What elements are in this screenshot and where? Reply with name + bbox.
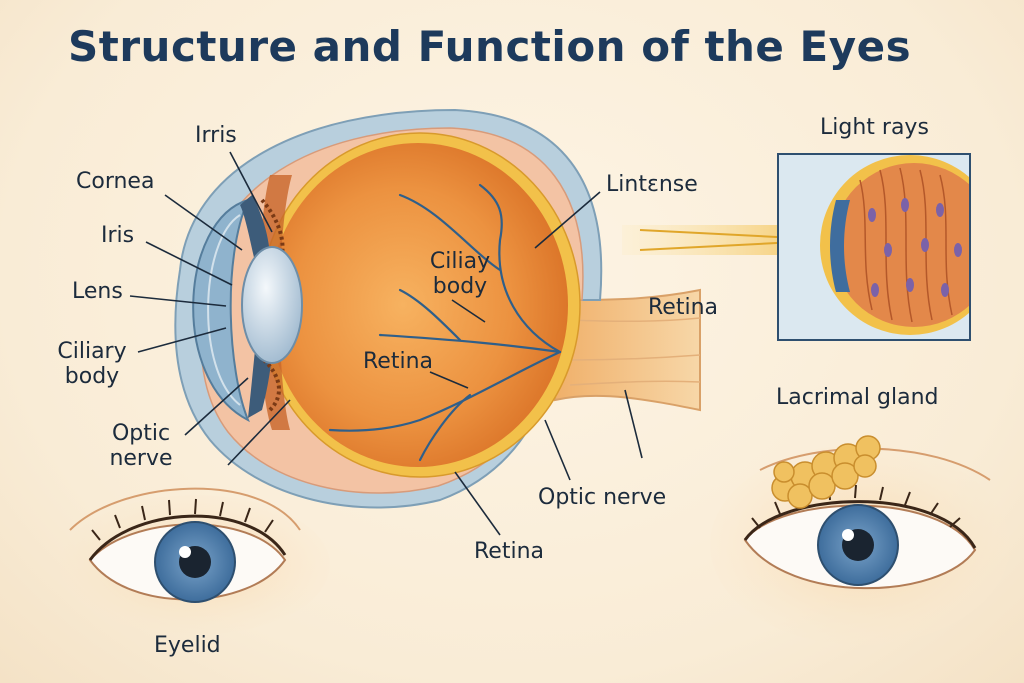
lens [241, 246, 303, 364]
label-iris: Iris [101, 223, 135, 248]
label-ciliay-body-line1: Ciliay [429, 249, 491, 274]
iris-upper [240, 195, 270, 262]
label-ciliary-body-line1: Ciliary [57, 339, 127, 364]
label-retina-right: Retina [648, 295, 718, 320]
iris-lower [248, 350, 272, 418]
label-retina-center: Retina [363, 349, 433, 374]
label-lacrimal-gland: Lacrimal gland [776, 385, 939, 410]
label-ciliary-body-line2: body [64, 363, 120, 389]
leader-lines [129, 151, 643, 536]
label-cornea: Cornea [76, 169, 155, 194]
label-retina-bottom: Retina [474, 539, 544, 564]
label-light-rays: Light rays [820, 115, 929, 140]
label-optic-nerve-left: Optic nerve [98, 421, 184, 471]
label-ciliay-body-line2: body [432, 273, 488, 299]
label-ciliary-body: Ciliary body [48, 339, 136, 389]
label-optic-nerve-bottom: Optic nerve [538, 485, 667, 510]
cornea [192, 198, 250, 423]
label-eyelid: Eyelid [154, 633, 221, 658]
blood-vessels [328, 183, 562, 462]
label-ciliay-body: Ciliay body [416, 249, 504, 299]
label-optic-nerve-left-line2: nerve [109, 445, 173, 471]
label-optic-nerve-left-line1: Optic [111, 421, 171, 446]
label-lintense: Lintɛnse [606, 172, 698, 197]
label-lens: Lens [72, 279, 123, 304]
eyeball-interior [268, 143, 568, 467]
lacrimal-gland-shape [771, 435, 881, 509]
eye-bottom-left [60, 487, 330, 635]
label-irris: Irris [195, 123, 237, 148]
page-title: Structure and Function of the Eyes [68, 22, 912, 71]
